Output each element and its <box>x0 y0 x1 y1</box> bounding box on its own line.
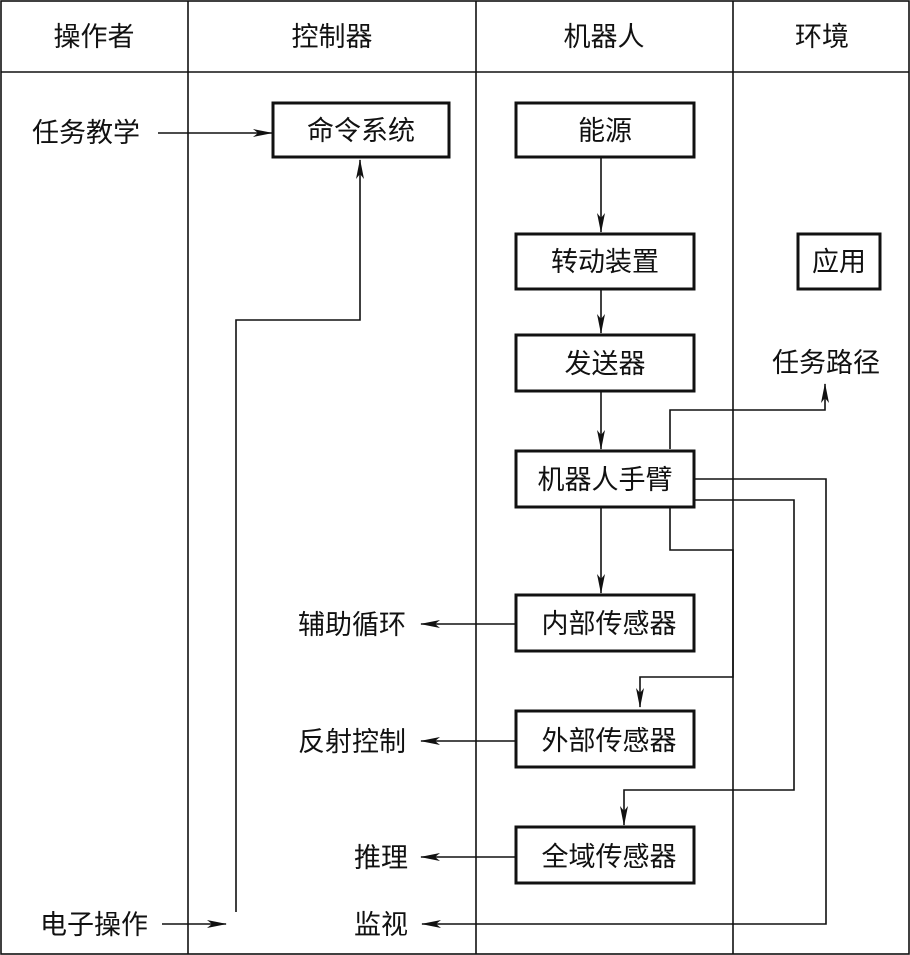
arrow-to-task-path <box>669 383 829 449</box>
label-electronic-operation: 电子操作 <box>40 910 148 941</box>
box-label-rotation-device: 转动装置 <box>551 247 659 278</box>
label-auxiliary-loop: 辅助循环 <box>298 610 406 641</box>
arrow-to-external-sensor <box>636 508 734 708</box>
label-reflex-control: 反射控制 <box>298 727 406 758</box>
box-internal-sensor: 内部传感器 <box>514 593 696 653</box>
arrow-to-global-sensor <box>620 499 795 826</box>
box-rotation-device: 转动装置 <box>514 232 696 291</box>
column-title-operator: 操作者 <box>54 22 135 53</box>
box-label-external-sensor: 外部传感器 <box>542 726 677 757</box>
box-label-application: 应用 <box>812 247 866 278</box>
box-label-internal-sensor: 内部传感器 <box>542 609 677 640</box>
connectors <box>158 129 829 928</box>
label-monitoring: 监视 <box>354 910 408 941</box>
label-reasoning: 推理 <box>354 843 408 874</box>
box-label-transmitter: 发送器 <box>565 349 646 380</box>
column-title-environment: 环境 <box>795 22 849 53</box>
label-task-teaching: 任务教学 <box>32 118 140 149</box>
arrow-to-monitoring <box>421 478 827 928</box>
box-energy: 能源 <box>514 101 696 159</box>
box-label-energy: 能源 <box>578 116 632 147</box>
column-title-controller: 控制器 <box>292 22 373 53</box>
box-label-global-sensor: 全域传感器 <box>542 842 677 873</box>
box-transmitter: 发送器 <box>514 333 696 393</box>
box-application: 应用 <box>796 232 882 291</box>
box-global-sensor: 全域传感器 <box>514 825 696 885</box>
box-label-command-system: 命令系统 <box>307 116 415 147</box>
box-robot-arm: 机器人手臂 <box>514 449 696 509</box>
box-label-robot-arm: 机器人手臂 <box>538 465 673 496</box>
arrow-to-command-system <box>235 159 364 912</box>
box-external-sensor: 外部传感器 <box>514 709 696 769</box>
label-task-path: 任务路径 <box>772 348 880 379</box>
box-command-system: 命令系统 <box>271 101 451 159</box>
column-title-robot: 机器人 <box>564 22 645 53</box>
